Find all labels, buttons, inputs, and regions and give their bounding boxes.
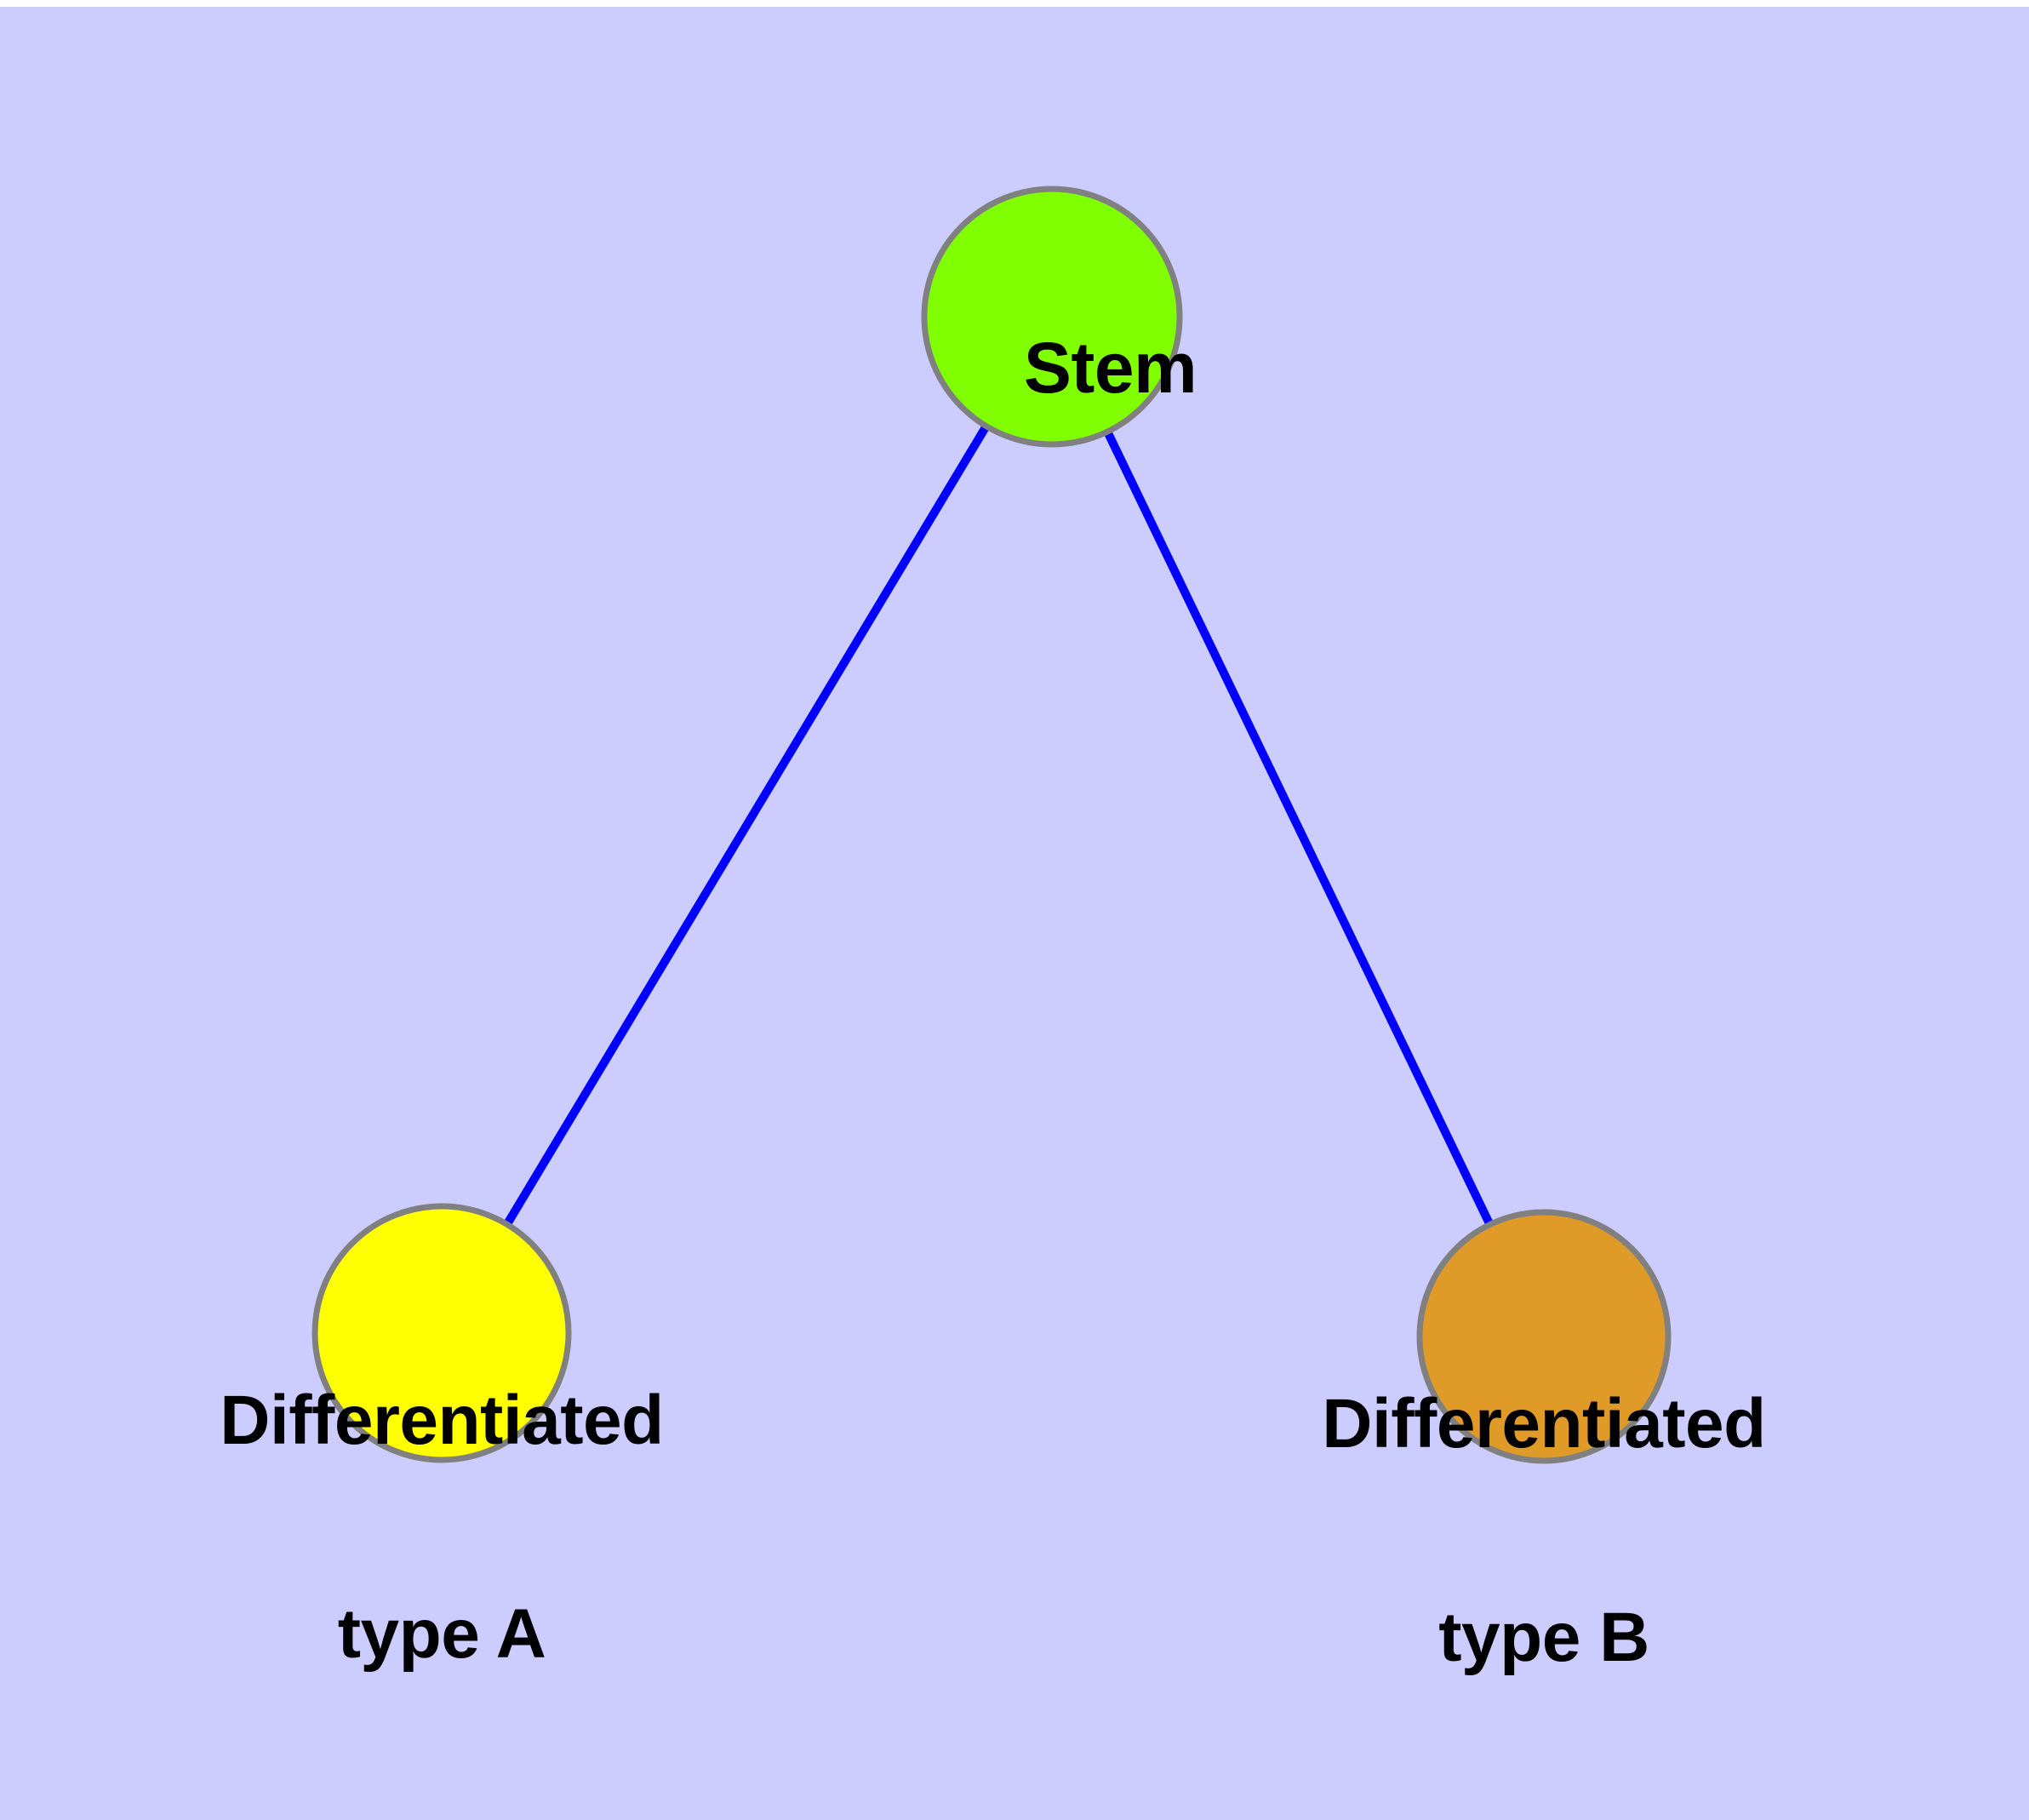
diagram-plot-area: Stem Differentiated type A Differentiate… xyxy=(0,7,2029,1820)
node-layer xyxy=(311,186,1672,1464)
edge-layer xyxy=(437,314,1548,1339)
cell-differentiation-graph xyxy=(311,186,1672,1464)
node-differentiated-type-b[interactable] xyxy=(1416,1209,1672,1464)
node-differentiated-type-a[interactable] xyxy=(311,1203,572,1463)
edge-stem-to-differentiated-type-b xyxy=(1048,314,1548,1339)
node-stem[interactable] xyxy=(921,186,1183,448)
edge-stem-to-differentiated-type-a xyxy=(437,314,1056,1336)
